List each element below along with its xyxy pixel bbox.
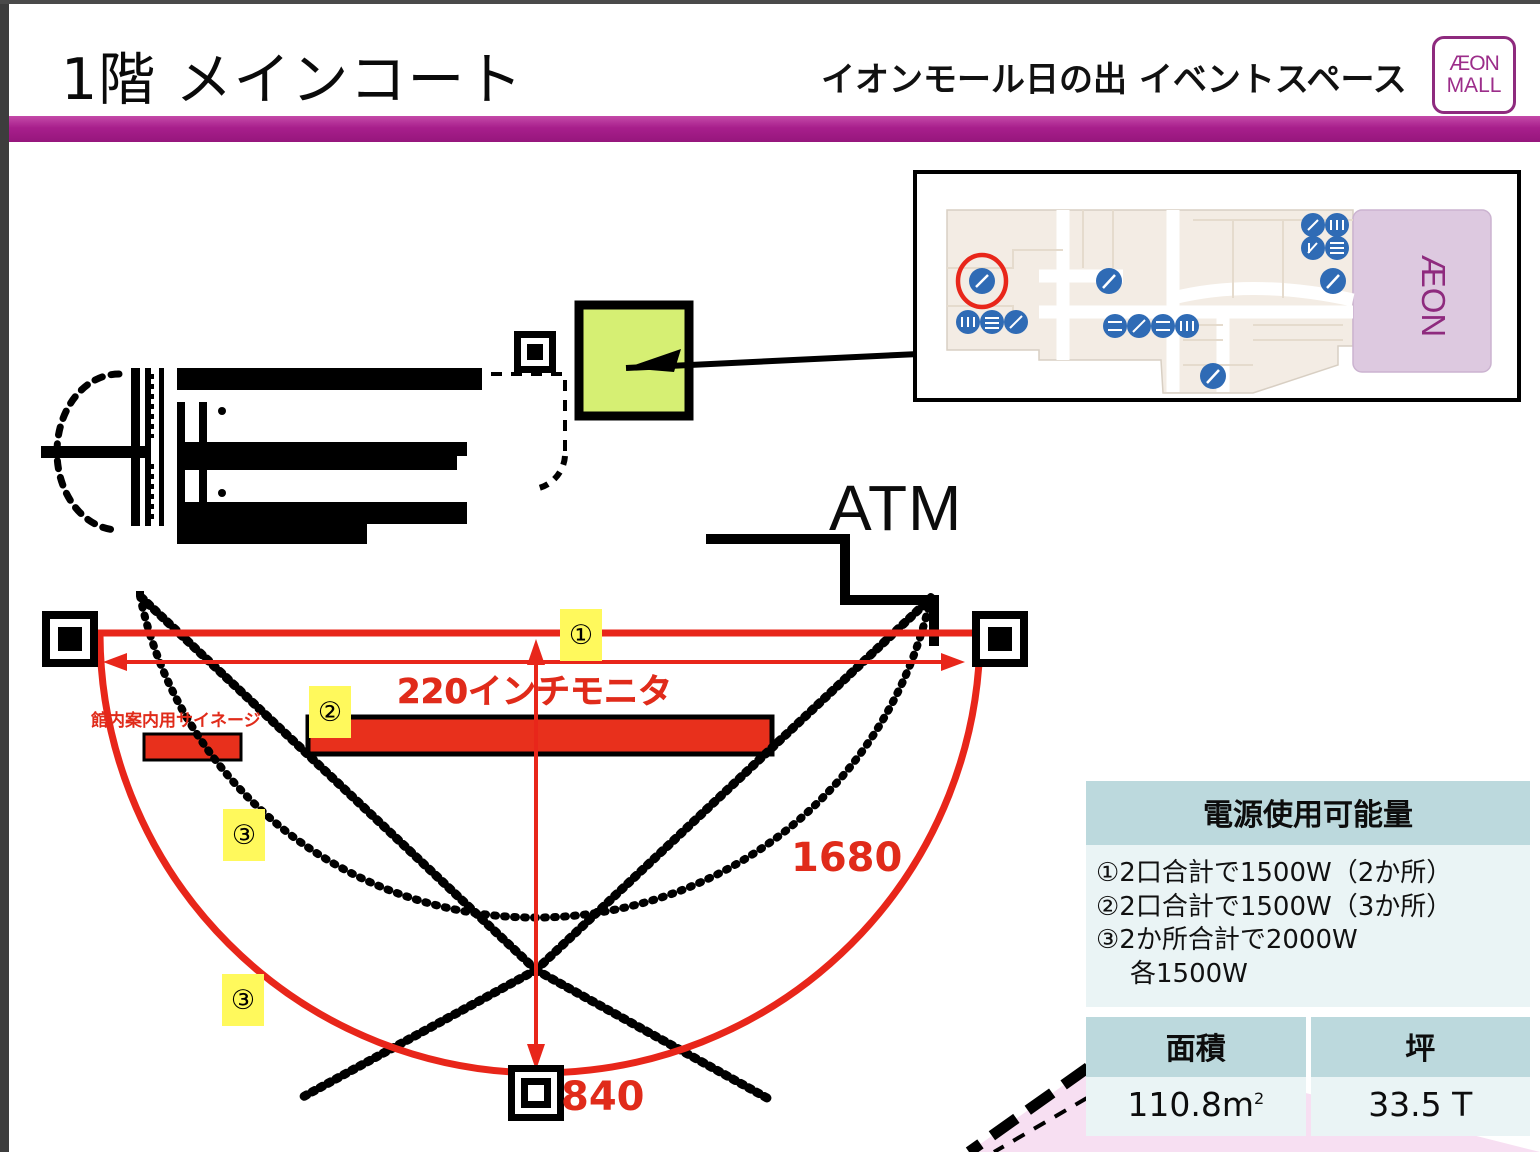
logo-mall-text: MALL [1446,73,1502,97]
column-marker-top [514,331,556,373]
marker-tag-3-upper: ③ [223,809,265,861]
dimension-depth [527,639,545,1070]
power-line-4: 各1500W [1130,958,1248,989]
minimap-canvas: ÆON [923,180,1511,394]
page-left-border [0,0,9,1152]
column-marker-bottom [508,1065,564,1121]
power-line-3: ③2か所合計で2000W [1096,925,1358,956]
minimap-highlight-circle [955,252,1009,310]
area-header: 面積 [1086,1017,1306,1078]
monitor-label: 220インチモニタ [397,672,673,713]
area-value-cell: 110.8m2 [1086,1077,1306,1137]
power-line-2: ②2口合計で1500W（3か所） [1096,891,1453,922]
mall-overview-minimap: ÆON [913,170,1521,402]
minimap-svg: ÆON [946,209,1492,394]
tsubo-value: 33.5 T [1310,1077,1530,1137]
page-top-border [0,0,1540,4]
minimap-facility-icons [955,213,1349,389]
power-line-1: ①2口合計で1500W（2か所） [1096,858,1453,888]
signage-label: 館内案内用サイネージ [91,711,261,731]
monitor-bar [305,714,775,757]
page-title: 1階 メインコート [61,47,524,113]
wall-step-line [706,534,939,646]
marker-tag-3-lower: ③ [222,974,264,1026]
area-table: 面積 110.8m2 坪 33.5 T [1086,1017,1530,1137]
column-marker-right [972,611,1028,667]
marker-tag-2: ② [309,686,351,738]
dimension-depth-label: 840 [561,1074,645,1120]
atm-leader-arrow [625,349,920,372]
tsubo-column: 坪 33.5 T [1310,1017,1530,1137]
tsubo-header: 坪 [1310,1017,1530,1078]
aeon-mall-logo: ÆON MALL [1432,36,1516,114]
atm-label: ATM [829,472,963,544]
area-column: 面積 110.8m2 [1086,1017,1306,1137]
dashed-partition [471,372,568,491]
area-value: 110.8m [1127,1085,1254,1125]
minimap-anchor-label: ÆON [1415,255,1452,338]
logo-aeon-text: ÆON [1449,51,1499,75]
dimension-width-label: 1680 [791,835,903,881]
column-marker-left [42,611,98,667]
power-panel-title: 電源使用可能量 [1086,781,1530,845]
info-panel: 電源使用可能量 ①2口合計で1500W（2か所） ②2口合計で1500W（3か所… [1086,781,1530,1137]
power-panel-body: ①2口合計で1500W（2か所） ②2口合計で1500W（3か所） ③2か所合計… [1086,845,1530,1008]
escalator-block [41,368,482,544]
mall-subtitle: イオンモール日の出 イベントスペース [821,60,1407,100]
marker-tag-1: ① [560,609,602,661]
area-unit-superscript: 2 [1253,1089,1265,1109]
signage-bar [142,732,243,762]
slide-header: 1階 メインコート イオンモール日の出 イベントスペース ÆON MALL [9,4,1540,116]
header-accent-bar [9,116,1540,142]
